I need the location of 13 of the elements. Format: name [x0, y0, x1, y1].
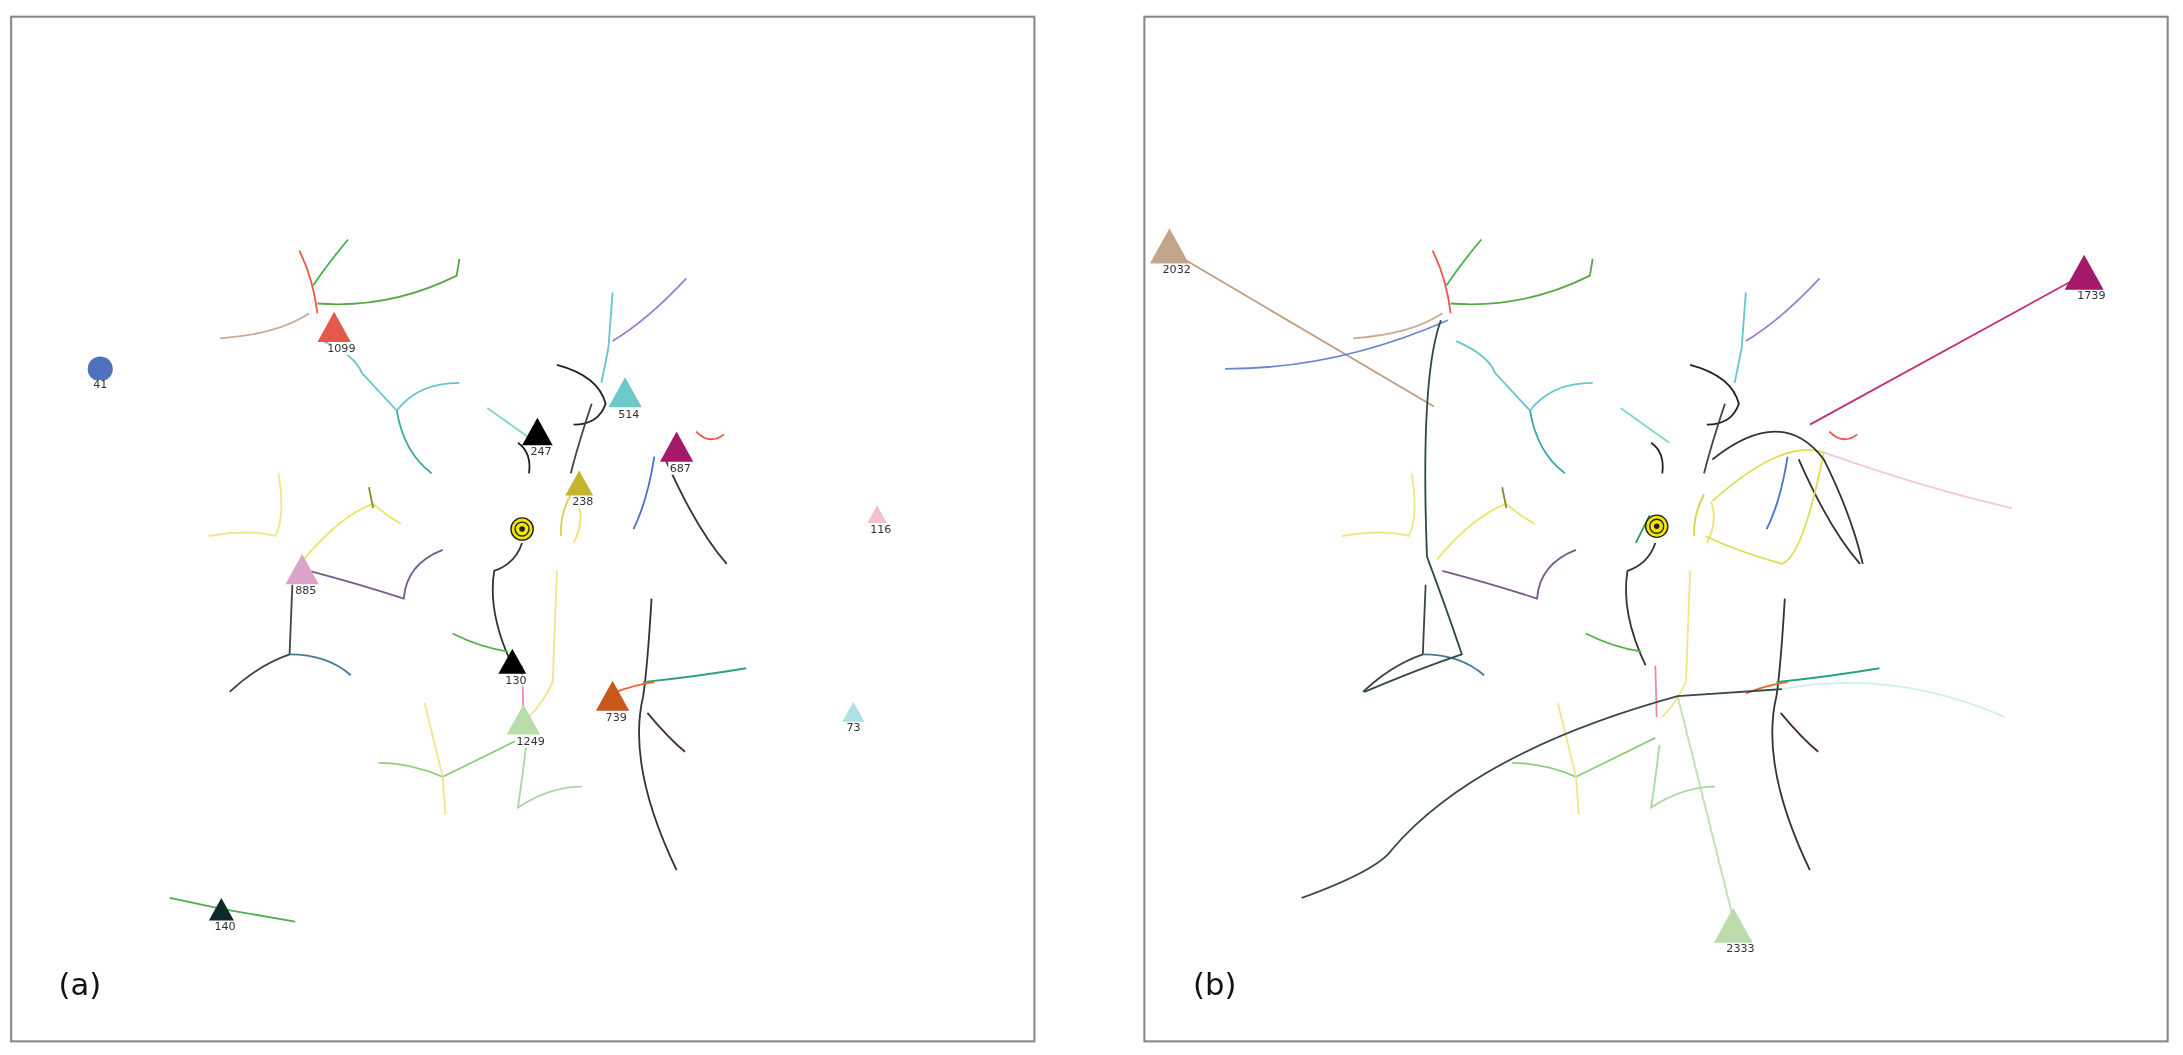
panel-label: (b) [1193, 970, 1237, 1001]
count-label: 1099 [325, 343, 357, 355]
count-label: 116 [868, 524, 893, 536]
count-label: 687 [668, 463, 693, 475]
count-label: 885 [293, 585, 318, 597]
count-label: 739 [604, 712, 629, 724]
count-label: 247 [529, 446, 554, 458]
count-label: 2032 [1161, 264, 1193, 276]
count-label: 1249 [515, 735, 547, 748]
count-label: 514 [616, 408, 641, 420]
count-label: 130 [504, 675, 529, 687]
panel-label: (a) [58, 970, 102, 1001]
count-label: 238 [570, 497, 595, 509]
